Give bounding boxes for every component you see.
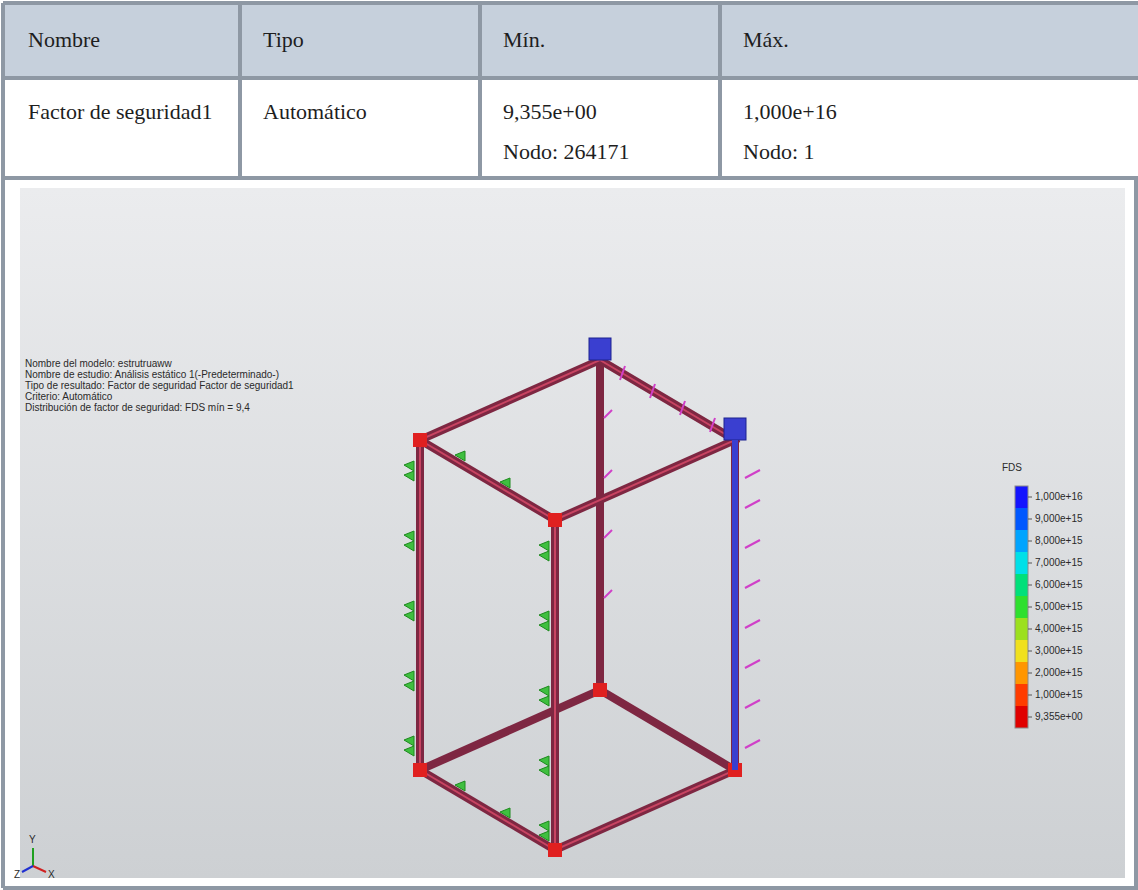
legend-value: 6,000e+15: [1035, 579, 1083, 591]
table-cell: Factor de seguridad1: [28, 99, 213, 124]
legend-swatch: [1015, 508, 1028, 530]
legend-swatch: [1015, 706, 1028, 728]
axis-label: Y: [29, 834, 36, 846]
legend-swatch: [1015, 684, 1028, 706]
axis-triad: [22, 848, 46, 872]
column-header: Nombre: [28, 27, 100, 52]
table-cell: Automático: [263, 99, 367, 124]
model-info: Nombre de estudio: Análisis estático 1(-…: [25, 369, 279, 381]
legend-value: 1,000e+15: [1035, 689, 1083, 701]
table-cell: Nodo: 264171: [503, 139, 630, 164]
legend-value: 3,000e+15: [1035, 645, 1083, 657]
legend-value: 9,355e+00: [1035, 711, 1083, 723]
legend-tick: [1028, 629, 1032, 630]
legend-tick: [1028, 673, 1032, 674]
legend-swatch: [1015, 662, 1028, 684]
legend-value: 9,000e+15: [1035, 513, 1083, 525]
legend-value: 5,000e+15: [1035, 601, 1083, 613]
legend-tick: [1028, 717, 1032, 718]
legend-tick: [1028, 651, 1032, 652]
model-info: Nombre del modelo: estrutruaww: [25, 358, 172, 370]
model-info: Tipo de resultado: Factor de seguridad F…: [25, 380, 294, 392]
legend-title: FDS: [1002, 462, 1022, 474]
axis-label: Z: [14, 869, 20, 881]
model-info: Criterio: Automático: [25, 391, 112, 403]
legend-value: 8,000e+15: [1035, 535, 1083, 547]
render-background: [20, 188, 1125, 878]
model-info: Distribución de factor de seguridad: FDS…: [25, 402, 250, 414]
load-arrows: [604, 366, 760, 748]
legend-tick: [1028, 519, 1032, 520]
legend-swatch: [1015, 530, 1028, 552]
legend-tick: [1028, 497, 1032, 498]
legend-value: 4,000e+15: [1035, 623, 1083, 635]
legend-value: 2,000e+15: [1035, 667, 1083, 679]
legend-swatch: [1015, 552, 1028, 574]
fixture-symbols: [404, 451, 549, 841]
table-cell: Nodo: 1: [743, 139, 815, 164]
legend-tick: [1028, 541, 1032, 542]
legend-swatch: [1015, 640, 1028, 662]
legend-swatch: [1015, 486, 1028, 508]
frame-structure: [413, 338, 746, 857]
table-cell: 1,000e+16: [743, 99, 837, 124]
column-header: Mín.: [503, 27, 545, 52]
legend-swatch: [1015, 596, 1028, 618]
legend-tick: [1028, 695, 1032, 696]
legend-tick: [1028, 585, 1032, 586]
legend-swatch: [1015, 574, 1028, 596]
table-cell: 9,355e+00: [503, 99, 597, 124]
legend-tick: [1028, 563, 1032, 564]
legend-swatch: [1015, 618, 1028, 640]
color-bar: [1015, 486, 1032, 728]
column-header: Tipo: [263, 27, 304, 52]
axis-label: X: [48, 869, 55, 881]
legend-value: 7,000e+15: [1035, 557, 1083, 569]
legend-value: 1,000e+16: [1035, 491, 1083, 503]
legend-tick: [1028, 607, 1032, 608]
table-header-fill: [3, 3, 1138, 78]
color-bar-frame: [1015, 486, 1028, 728]
table-grid: [3, 3, 1138, 888]
column-header: Máx.: [743, 27, 789, 52]
